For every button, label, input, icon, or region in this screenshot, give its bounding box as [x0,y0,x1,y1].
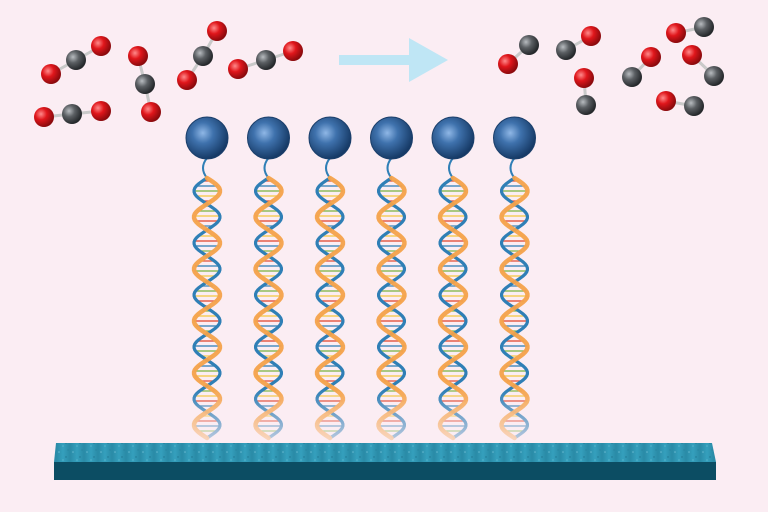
nanoparticle [431,116,475,160]
dna-strand [437,157,469,441]
linker [509,157,516,179]
oxygen-atom [641,47,661,67]
reactant-molecule [34,101,111,127]
linker [202,157,208,179]
substrate [54,443,716,480]
reactant-molecule [228,41,303,79]
product-molecules [498,17,724,116]
backbone-a [191,175,223,441]
oxygen-atom [141,102,161,122]
product-molecule [498,35,539,74]
nanoparticle [308,116,352,160]
dna-strand [253,157,284,441]
nanoparticle [247,116,290,160]
linker [386,157,393,179]
nanoparticle [185,116,229,160]
oxygen-atom [41,64,61,84]
carbon-atom [135,74,155,94]
carbon-atom [556,40,576,60]
oxygen-atom [91,101,111,121]
oxygen-atom [228,59,248,79]
carbon-atom [694,17,714,37]
oxygen-atom [128,46,148,66]
oxygen-atom [177,70,197,90]
oxygen-atom [656,91,676,111]
dna-strand [191,157,223,441]
product-molecule [622,47,661,87]
dna-strand [376,157,407,441]
carbon-atom [62,104,82,124]
backbone-a [499,175,530,441]
backbone-a [376,175,407,441]
carbon-atom [576,95,596,115]
dna-strand [314,157,346,441]
oxygen-atom [207,21,227,41]
reactant-molecule [41,36,111,84]
reactant-molecule [177,21,227,90]
carbon-atom [622,67,642,87]
nanoparticle [370,116,413,160]
oxygen-atom [581,26,601,46]
product-molecule [556,26,601,60]
carbon-atom [519,35,539,55]
carbon-atom [66,50,86,70]
linker [325,157,331,179]
oxygen-atom [574,68,594,88]
linker [448,157,454,179]
backbone-a [314,175,346,441]
substrate-top-face [54,443,716,462]
oxygen-atom [91,36,111,56]
arrow-head [409,38,448,82]
dna-strand [499,157,530,441]
product-molecule [666,17,714,43]
carbon-atom [193,46,213,66]
oxygen-atom [34,107,54,127]
oxygen-atom [666,23,686,43]
oxygen-atom [498,54,518,74]
substrate-front-face [54,462,716,480]
arrow-shaft [339,55,411,65]
product-molecule [656,91,704,116]
linker [263,157,270,179]
carbon-atom [256,50,276,70]
reactant-molecule [128,46,161,122]
backbone-a [437,175,469,441]
backbone-a [253,175,284,441]
carbon-atom [704,66,724,86]
dna-strand-array [185,116,536,441]
reaction-arrow [339,38,448,82]
carbon-atom [684,96,704,116]
product-molecule [682,45,724,86]
reactant-molecules [34,21,303,127]
oxygen-atom [682,45,702,65]
nanoparticle [493,116,536,160]
product-molecule [574,68,596,115]
oxygen-atom [283,41,303,61]
